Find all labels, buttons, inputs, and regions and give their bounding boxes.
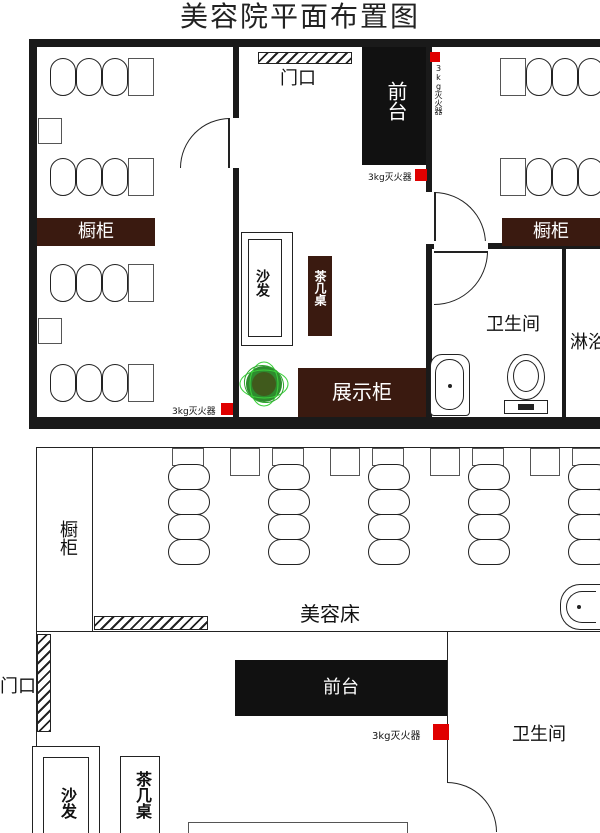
entrance-door-hatch: [37, 634, 51, 732]
tea-table-label: 茶几桌: [313, 270, 327, 306]
bed-side-table: [38, 318, 62, 344]
beauty-bed-column: [568, 448, 600, 568]
plan-title: 美容院平面布置图: [179, 0, 420, 33]
plan-wall: [36, 632, 37, 833]
entrance-door-hatch: [258, 52, 352, 64]
reception-label: 前台: [384, 81, 408, 121]
beauty-bed-column: [468, 448, 510, 568]
left-cabinet-bar: 橱柜: [37, 218, 155, 246]
bed-side-table: [330, 448, 360, 476]
bathroom-door-gap: [434, 241, 488, 251]
sofa: 沙发: [32, 746, 100, 833]
fire-extinguisher-icon: [415, 169, 427, 181]
toilet-icon: [504, 354, 550, 416]
display-cabinet: 展示柜: [298, 368, 426, 417]
entrance-label: 门口: [280, 68, 316, 89]
left-room-door-gap: [231, 118, 241, 168]
shower-room: [566, 249, 600, 417]
tea-table: 茶几桌: [120, 756, 160, 833]
beauty-bed-label: 美容床: [300, 602, 360, 626]
door-leaf: [228, 118, 230, 168]
beauty-bed-column: [168, 448, 210, 568]
right-cabinet-bar: 橱柜: [502, 218, 600, 246]
plan-wall: [36, 447, 600, 448]
bed-side-table: [38, 118, 62, 144]
fire-extinguisher-vertical-label: 3kg灭火器: [434, 64, 443, 115]
sofa: 沙发: [241, 232, 293, 346]
sofa-label: 沙发: [58, 787, 77, 819]
beauty-bed-column: [268, 448, 310, 568]
bed-side-table: [530, 448, 560, 476]
bed-side-table: [230, 448, 260, 476]
plan-wall: [92, 447, 93, 631]
bed-side-table: [430, 448, 460, 476]
bathroom-label: 卫生间: [512, 724, 566, 745]
door-leaf: [434, 192, 436, 244]
tea-table-label: 茶几桌: [133, 771, 152, 819]
door-swing: [447, 782, 497, 832]
door-leaf: [434, 251, 488, 253]
display-cabinet-label: 展示柜: [332, 380, 392, 404]
beauty-bed-group: [500, 158, 600, 198]
entrance-label: 门口: [0, 676, 36, 697]
fire-extinguisher-label: 3kg灭火器: [172, 407, 216, 417]
beauty-bed-group: [500, 58, 600, 98]
beauty-bed-column: [368, 448, 410, 568]
beauty-bed-group: [50, 264, 154, 304]
reception-label: 前台: [323, 677, 359, 698]
plant-icon: [239, 361, 289, 407]
beauty-bed-group: [50, 58, 154, 98]
cabinet-label: 橱柜: [57, 520, 78, 556]
bathroom-label: 卫生间: [486, 314, 540, 335]
fire-extinguisher-label: 3kg灭火器: [372, 731, 421, 742]
beauty-bed-group: [50, 158, 154, 198]
fire-extinguisher-label: 3kg灭火器: [368, 173, 412, 183]
fire-extinguisher-icon: [430, 52, 440, 62]
sink: [430, 354, 470, 416]
cabinet-label: 橱柜: [533, 221, 569, 242]
door-hatch: [94, 616, 208, 630]
beauty-bed-group: [50, 364, 154, 404]
shower-label: 淋浴: [570, 332, 600, 353]
sofa-label: 沙发: [254, 269, 270, 297]
cabinet-label: 橱柜: [78, 221, 114, 242]
fire-extinguisher-icon: [221, 403, 233, 415]
display-cabinet: [188, 822, 408, 833]
reception-desk: 前台: [362, 47, 426, 165]
tea-table: 茶几桌: [308, 256, 332, 336]
reception-desk: 前台: [235, 660, 447, 716]
right-room-door-gap: [424, 192, 434, 244]
sink: [560, 584, 600, 630]
plan-wall: [36, 631, 600, 632]
fire-extinguisher-icon: [433, 724, 449, 740]
plan-wall: [447, 632, 448, 782]
plan-wall: [36, 447, 37, 631]
